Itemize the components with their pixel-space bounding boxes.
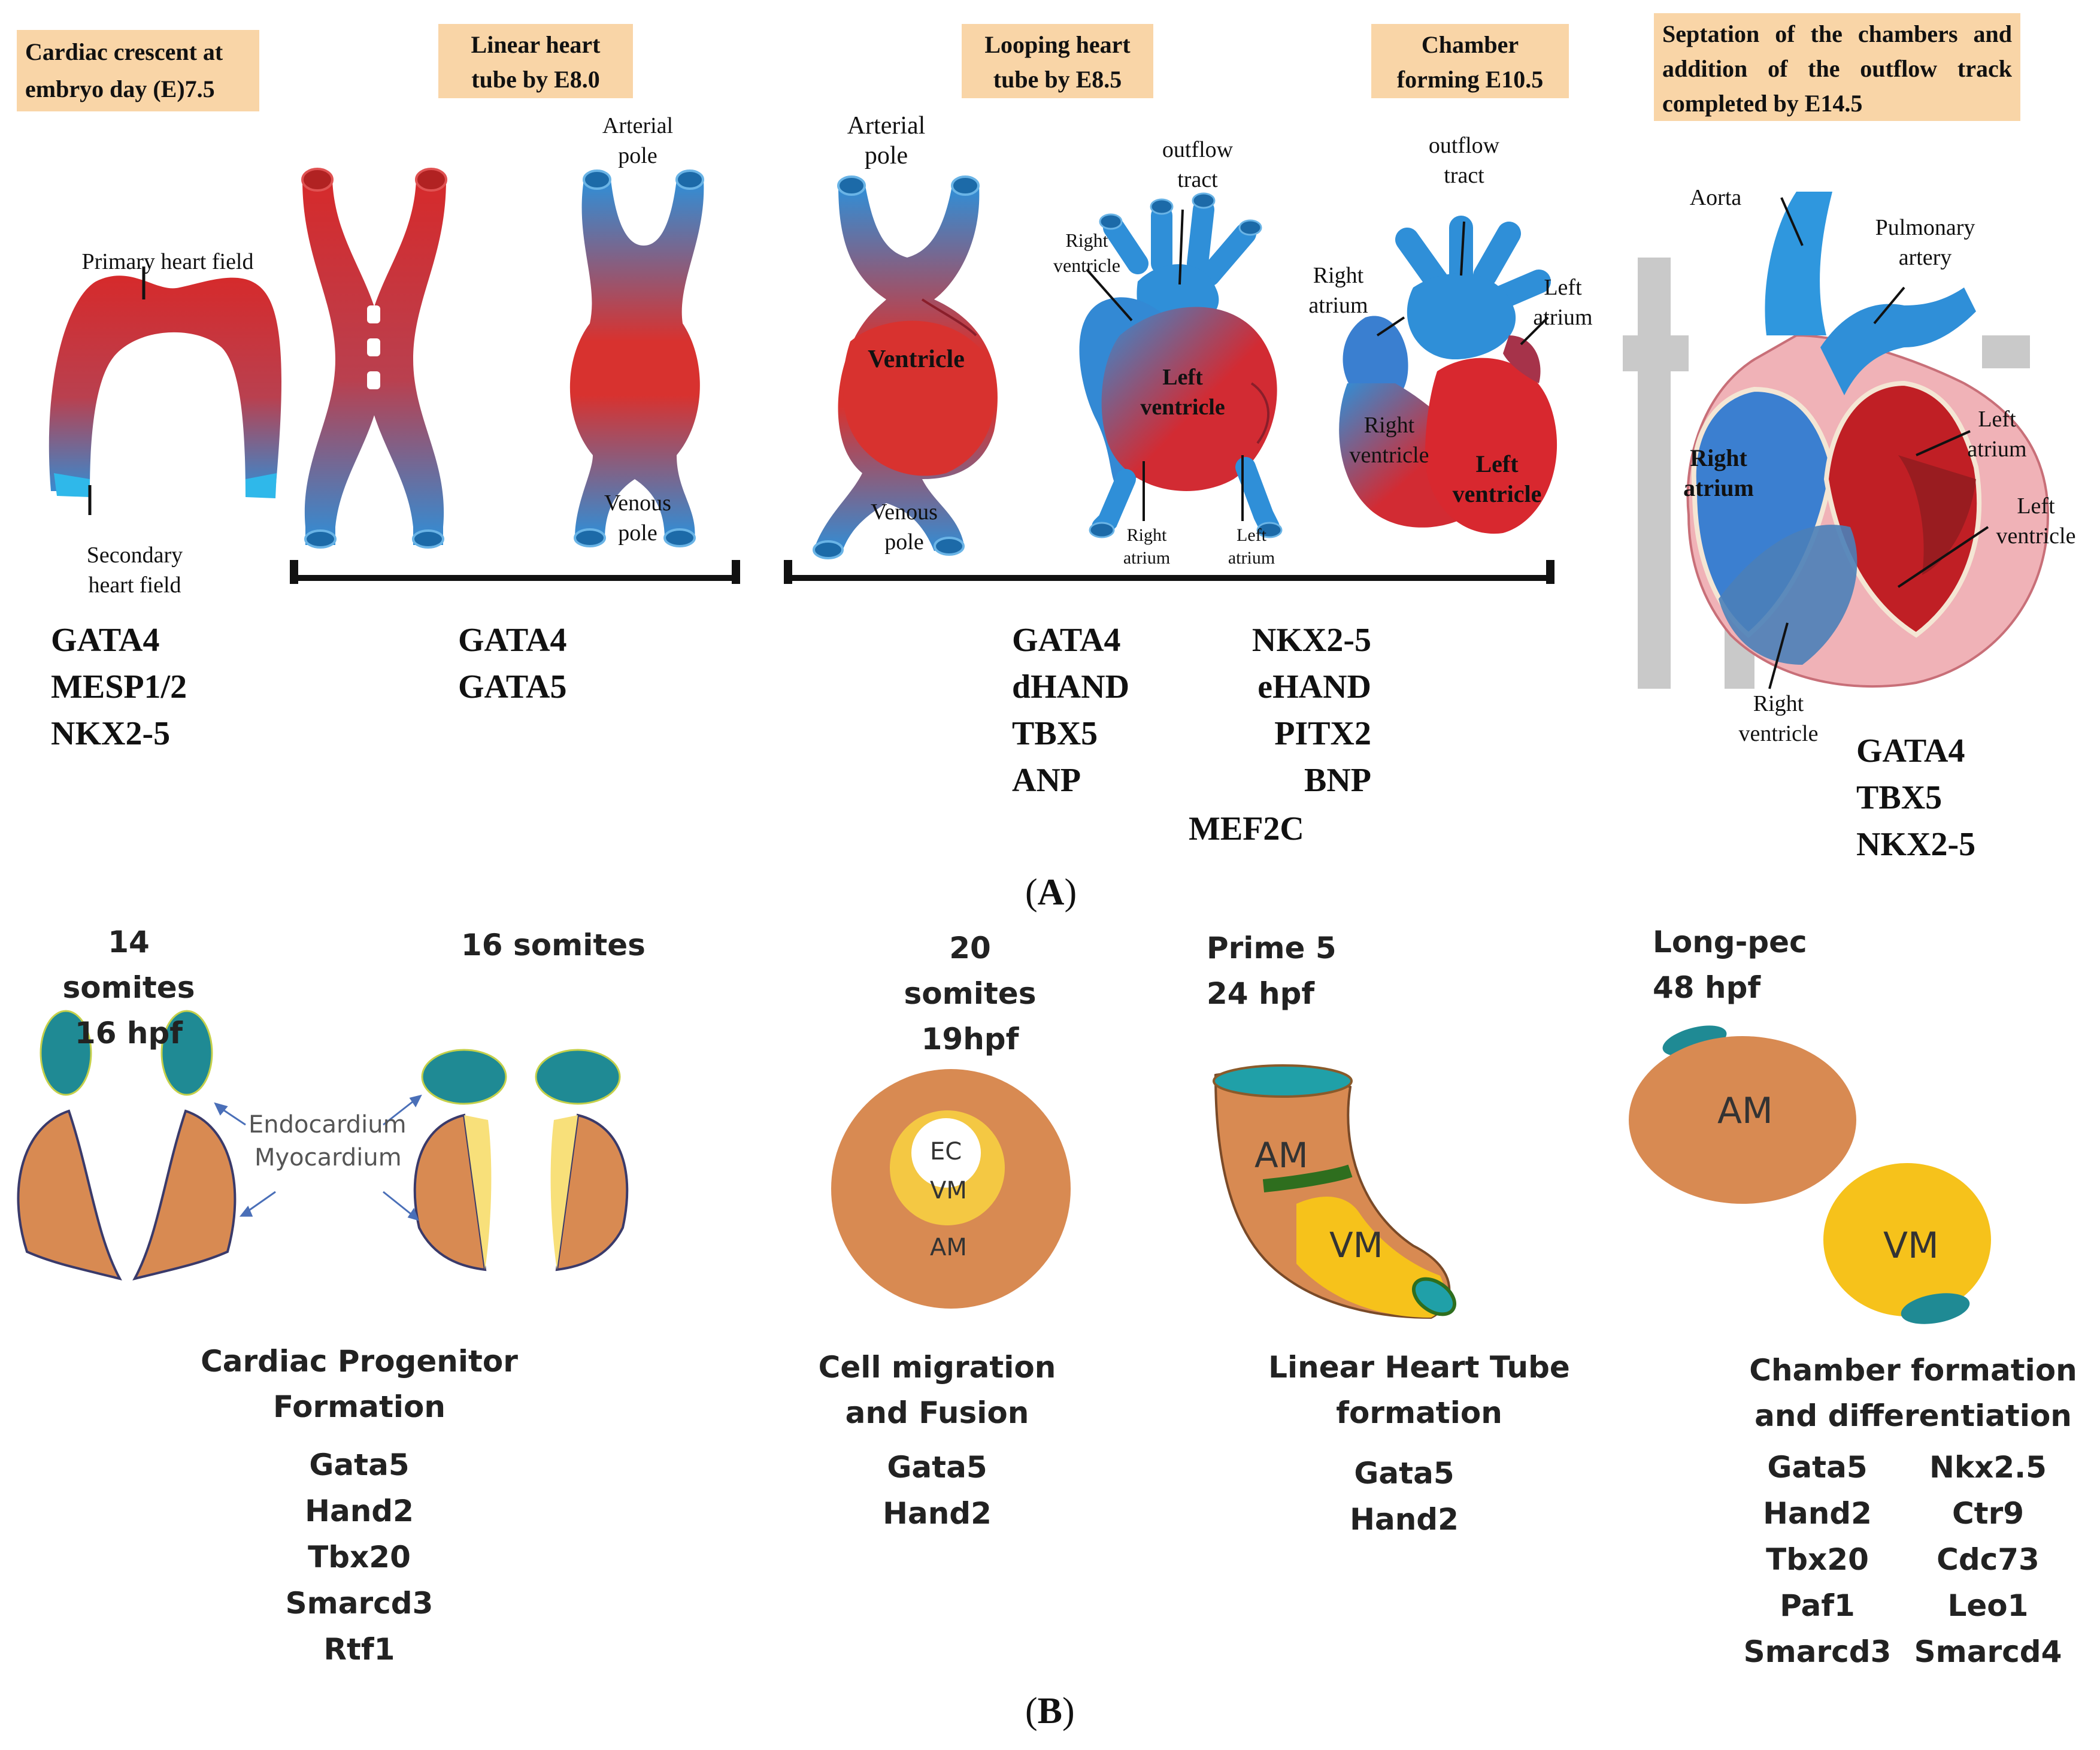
label-arrows bbox=[214, 1094, 422, 1221]
label-left-atrium-3: Left atrium bbox=[1967, 407, 2027, 462]
genes-chamber-left: Gata5 Hand2 Tbx20 Paf1 Smarcd3 bbox=[1743, 1450, 1892, 1669]
label-left-atrium-2: Left atrium bbox=[1533, 275, 1593, 330]
stage-title-crescent: Cardiac crescent at embryo day (E)7.5 bbox=[17, 30, 259, 111]
genes-cardiac-progenitor: Gata5 Hand2 Tbx20 Smarcd3 Rtf1 bbox=[285, 1448, 434, 1667]
label-left-ventricle-1: Left ventricle bbox=[1140, 365, 1225, 420]
process-chamber-formation: Chamber formation and differentiation bbox=[1749, 1353, 2077, 1433]
label-ventricle: Ventricle bbox=[868, 346, 965, 373]
stage-title-septation: Septation of the chambers and addition o… bbox=[1654, 13, 2020, 121]
chamber-forming-heart bbox=[1339, 216, 1557, 534]
cell-migration-fusion-disc bbox=[831, 1069, 1071, 1309]
label-myocardium: Myocardium bbox=[254, 1144, 402, 1171]
label-left-atrium-1: Left atrium bbox=[1228, 525, 1275, 568]
label-pulmonary-artery: Pulmonary artery bbox=[1875, 215, 1975, 270]
bracket-looping bbox=[784, 560, 1554, 584]
label-outflow-tract-2: outflow tract bbox=[1428, 133, 1500, 188]
label-left-ventricle-2: Left ventricle bbox=[1452, 450, 1542, 507]
label-am-disc: AM bbox=[930, 1234, 967, 1261]
bracket-linear bbox=[290, 560, 740, 584]
panel-label-b: (B) bbox=[1025, 1691, 1075, 1731]
label-endocardium: Endocardium bbox=[249, 1111, 407, 1139]
stage-14-somites: 14 somites 16 hpf bbox=[62, 925, 195, 1050]
linear-heart-tube-fused-pair bbox=[301, 168, 447, 549]
cardiac-crescent bbox=[49, 267, 281, 515]
cardiac-progenitors-16-somites bbox=[413, 1049, 629, 1271]
label-am-tube: AM bbox=[1254, 1135, 1308, 1176]
stage-title-linear: Linear heart tube by E8.0 bbox=[438, 24, 633, 98]
label-right-atrium-3: Right atrium bbox=[1683, 444, 1754, 501]
chamber-formation-heart bbox=[1629, 1025, 1991, 1324]
label-right-atrium-2: Right atrium bbox=[1308, 263, 1368, 318]
label-ec: EC bbox=[930, 1138, 962, 1165]
label-vm-disc: VM bbox=[930, 1177, 967, 1204]
stage-20-somites: 20 somites 19hpf bbox=[904, 931, 1037, 1056]
looping-heart bbox=[1079, 192, 1283, 538]
label-venous-pole-2: Venous pole bbox=[871, 499, 938, 555]
label-left-ventricle-3: Left ventricle bbox=[1996, 493, 2076, 549]
septated-heart bbox=[1623, 192, 2050, 689]
cardiac-progenitors-14-somites bbox=[17, 1010, 237, 1281]
label-primary-heart-field: Primary heart field bbox=[81, 249, 254, 274]
linear-heart-tube bbox=[569, 169, 704, 547]
genes-looping-bottom: MEF2C bbox=[1189, 810, 1304, 847]
genes-looping-left: GATA4 dHAND TBX5 ANP bbox=[1012, 622, 1130, 799]
label-right-ventricle-2: Right ventricle bbox=[1349, 413, 1429, 468]
stage-prime-5: Prime 5 24 hpf bbox=[1207, 931, 1337, 1011]
genes-linear: GATA4 GATA5 bbox=[458, 622, 567, 706]
label-right-atrium-1: Right atrium bbox=[1123, 525, 1171, 568]
genes-chamber-right: Nkx2.5 Ctr9 Cdc73 Leo1 Smarcd4 bbox=[1914, 1450, 2062, 1669]
label-outflow-tract-1: outflow tract bbox=[1162, 137, 1234, 192]
genes-cell-migration: Gata5 Hand2 bbox=[883, 1450, 992, 1531]
process-linear-heart-tube: Linear Heart Tube formation bbox=[1268, 1350, 1570, 1430]
process-cardiac-progenitor-formation: Cardiac Progenitor Formation bbox=[201, 1344, 518, 1424]
label-vm-tube: VM bbox=[1329, 1225, 1383, 1265]
process-cell-migration-fusion: Cell migration and Fusion bbox=[818, 1350, 1056, 1430]
stage-title-looping: Looping heart tube by E8.5 bbox=[962, 24, 1153, 98]
looping-heart-tube bbox=[813, 175, 998, 559]
label-secondary-heart-field: Secondary heart field bbox=[86, 543, 183, 598]
genes-looping-right: NKX2-5 eHAND PITX2 BNP bbox=[1251, 622, 1371, 799]
label-am-heart: AM bbox=[1717, 1090, 1773, 1132]
linear-heart-tube-zebrafish bbox=[1213, 1064, 1457, 1319]
label-right-ventricle-1: Right ventricle bbox=[1053, 229, 1120, 276]
label-arterial-pole-1: Arterial pole bbox=[602, 113, 674, 168]
genes-septation: GATA4 TBX5 NKX2-5 bbox=[1856, 732, 1976, 863]
label-right-ventricle-3: Right ventricle bbox=[1738, 691, 1819, 746]
genes-crescent: GATA4 MESP1/2 NKX2-5 bbox=[51, 622, 187, 752]
genes-linear-heart-tube: Gata5 Hand2 bbox=[1350, 1456, 1459, 1537]
stage-title-chamber: Chamber forming E10.5 bbox=[1371, 24, 1569, 98]
label-aorta: Aorta bbox=[1689, 185, 1742, 210]
stage-long-pec: Long-pec 48 hpf bbox=[1653, 925, 1807, 1005]
panel-label-a: (A) bbox=[1025, 872, 1077, 913]
label-arterial-pole-2: Arterial pole bbox=[847, 112, 926, 169]
stage-16-somites: 16 somites bbox=[461, 928, 646, 962]
label-vm-heart: VM bbox=[1883, 1225, 1939, 1267]
label-venous-pole-1: Venous pole bbox=[604, 491, 671, 546]
